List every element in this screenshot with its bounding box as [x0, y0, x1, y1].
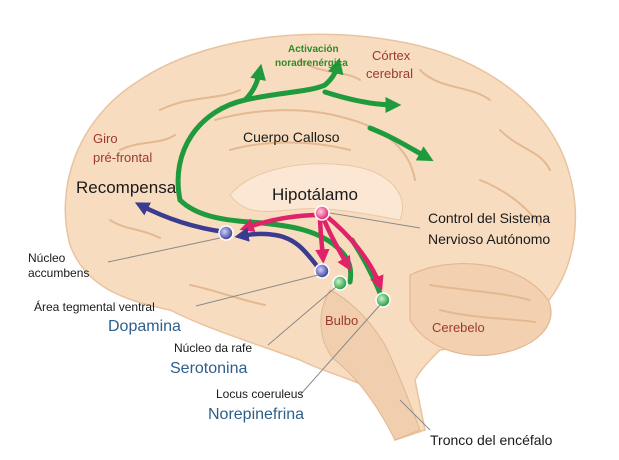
label-hipotalamo: Hipotálamo	[272, 185, 358, 204]
label-cortex-1: Córtex	[372, 48, 411, 63]
label-control-1: Control del Sistema	[428, 210, 550, 226]
leader-tronco	[399, 399, 431, 431]
leader-accumbens	[107, 237, 221, 263]
green-arrow-cortex-right	[322, 89, 402, 113]
label-recompensa: Recompensa	[76, 178, 177, 197]
label-dopamina: Dopamina	[108, 318, 181, 335]
label-nucleo-accumbens-2: accumbens	[28, 266, 89, 280]
label-cuerpo-calloso: Cuerpo Calloso	[243, 129, 340, 145]
green-arrow-cortex-up	[242, 57, 344, 103]
label-tronco: Tronco del encéfalo	[430, 432, 553, 448]
label-control-2: Nervioso Autónomo	[428, 231, 550, 247]
leader-raphe	[267, 286, 337, 346]
label-locus-coeruleus: Locus coeruleus	[216, 387, 303, 401]
label-bulbo: Bulbo	[325, 313, 358, 328]
label-serotonina: Serotonina	[170, 360, 247, 377]
green-arrow-cortex-up-left	[175, 63, 266, 203]
brainstem-shape	[320, 289, 421, 441]
pink-arrow-to-accumbens	[239, 212, 323, 233]
leader-vta	[195, 274, 319, 307]
raphe-node	[332, 275, 348, 291]
leader-lines	[107, 212, 431, 431]
label-nucleo-rafe: Núcleo da rafe	[174, 341, 252, 355]
label-cerebelo: Cerebelo	[432, 320, 485, 335]
label-activacion-2: noradrenérgica	[275, 58, 348, 69]
purple-arrow-recompensa	[134, 202, 228, 235]
hypothalamus-node	[314, 205, 330, 221]
label-giro-1: Giro	[93, 131, 118, 146]
label-norepinefrina: Norepinefrina	[208, 406, 304, 423]
label-cortex-2: cerebral	[366, 66, 413, 81]
label-nucleo-accumbens-1: Núcleo	[28, 251, 66, 265]
brain-sulci	[109, 59, 551, 323]
label-area-tegmental: Área tegmental ventral	[34, 299, 155, 314]
purple-arrow-vta-accumbens	[234, 227, 323, 273]
label-giro-2: pré-frontal	[93, 150, 152, 165]
label-activacion-1: Activación	[288, 44, 339, 55]
vta-node	[314, 263, 330, 279]
leader-locus	[299, 304, 381, 396]
green-arrow-back	[367, 125, 434, 162]
accumbens-node	[218, 225, 234, 241]
leader-control	[329, 212, 421, 229]
locus-node	[375, 292, 391, 308]
purple-pathways	[134, 202, 323, 273]
ventricle-shape	[229, 163, 404, 221]
pink-arrow-down-3	[322, 212, 384, 291]
